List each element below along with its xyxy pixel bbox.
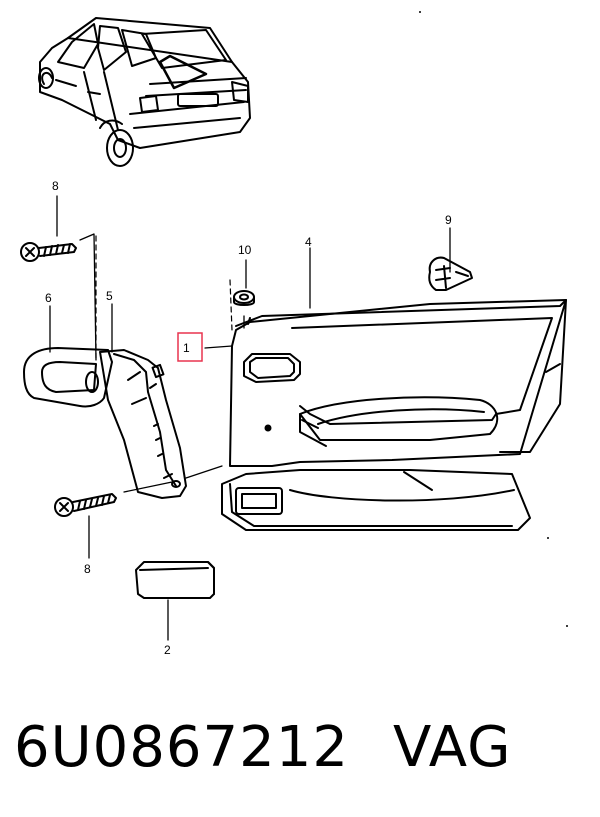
callout-10: 10 [238,243,252,257]
callout-5: 5 [106,289,113,303]
callout-labels: 1 2 4 5 6 8 8 9 10 [45,179,452,657]
brand-name: VAG [393,715,512,780]
callout-8-upper: 8 [52,179,59,193]
screw-upper [20,242,77,262]
leader-lines [49,195,451,641]
grommet [233,290,255,306]
callout-8-lower: 8 [84,562,91,576]
highlight-box [177,332,203,362]
part-number-caption: 6U0867212 VAG [14,708,511,788]
alignment-lines [95,235,233,361]
cover-cap [135,561,215,599]
screw-lower [54,493,117,517]
callout-6: 6 [45,291,52,305]
handle-cover-bracket [99,349,187,499]
clip [428,256,473,291]
callout-1: 1 [183,341,190,355]
exploded-parts-diagram: 1 2 4 5 6 8 8 9 10 [20,11,568,657]
part-number: 6U0867212 [14,715,350,780]
car-illustration [38,17,251,167]
pull-handle [23,347,113,408]
callout-4: 4 [305,235,312,249]
door-trim-panel [221,299,567,531]
callout-2: 2 [164,643,171,657]
callout-9: 9 [445,213,452,227]
